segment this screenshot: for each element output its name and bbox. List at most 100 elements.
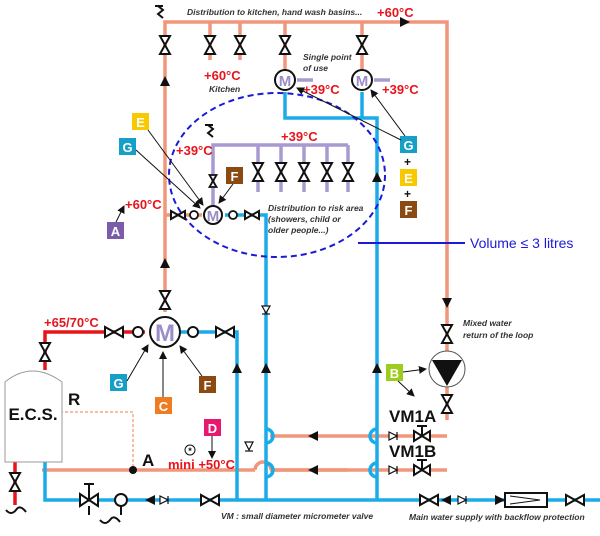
vm-note-label: VM : small diameter micrometer valve [221,511,373,521]
flow-arrows [145,17,505,505]
note-star-icon [184,444,196,456]
valve[interactable] [234,35,246,55]
mixer-symbol: M [279,73,292,90]
valve[interactable] [275,162,287,182]
mixed-return-label-2: return of the loop [463,330,533,340]
valve[interactable] [252,162,264,182]
badge-e-text: E [404,171,413,186]
single-point-label-1: Single point [303,52,353,62]
pointer-arrows [115,87,427,459]
temp-single-point-2: +39°C [382,82,419,97]
valve[interactable] [356,35,368,55]
r-label: R [68,390,80,409]
risk-area-label-1: Distribution to risk area [268,203,364,213]
temp-top-right: +60°C [377,5,414,20]
badge-f-right: F [400,201,417,218]
distribution-top-label: Distribution to kitchen, hand wash basin… [187,7,362,17]
badge-e-text: E [136,115,145,130]
valve[interactable] [200,494,220,506]
valve[interactable] [565,494,585,506]
badge-e-right: E [400,169,417,186]
mixer-point-of-use-2[interactable]: M [351,69,373,91]
kitchen-label: Kitchen [209,84,240,94]
risk-area-label-3: older people...) [268,225,329,235]
plus-sign: + [404,155,411,169]
badge-g-left: G [119,138,136,155]
mixer-main[interactable]: M [132,316,199,348]
badge-g-main: G [110,374,127,391]
valve[interactable] [170,210,186,220]
badge-c: C [155,397,172,414]
badge-g-right: G [400,136,417,153]
valve[interactable] [244,210,260,220]
note-star: * [188,446,192,456]
temp-return-min: mini +50°C [168,457,236,472]
point-a-label: A [142,451,154,470]
valve[interactable] [279,35,291,55]
badge-g-text: G [122,140,132,155]
valve[interactable] [104,326,124,338]
badge-d: D [204,419,221,436]
valve[interactable] [321,162,333,182]
single-point-label-2: of use [303,63,328,73]
valve[interactable] [215,326,235,338]
badge-a-text: A [111,224,121,239]
mixer-symbol: M [356,73,369,90]
valve[interactable] [441,394,453,414]
badge-f-text: F [231,169,239,184]
valve[interactable] [9,472,21,492]
main-supply-label: Main water supply with backflow protecti… [409,512,585,522]
valve[interactable] [298,162,310,182]
temp-kitchen: +60°C [204,68,241,83]
valve[interactable] [159,290,171,310]
check-valves [159,305,468,505]
pipe-crossovers [265,427,378,479]
badge-c-text: C [159,399,169,414]
badge-f-risk: F [226,167,243,184]
badge-f-main: F [199,376,216,393]
vm1a-valve[interactable] [413,425,431,443]
valve[interactable] [342,162,354,182]
mixed-return-label-1: Mixed water [463,318,512,328]
temp-riser-hot: +60°C [125,197,162,212]
mixer-symbol: M [155,320,175,347]
temp-boiler-out: +65/70°C [44,315,99,330]
pressure-reducer [79,483,128,515]
temp-single-point-1: +39°C [303,82,340,97]
badge-b: B [386,364,403,381]
valve[interactable] [208,174,218,188]
badge-g-text: G [113,376,123,391]
badge-g-text: G [403,138,413,153]
badge-f-text: F [204,378,212,393]
badge-a: A [107,222,124,239]
mixer-symbol: M [207,208,220,225]
vm1a-label: VM1A [389,407,436,426]
badge-f-text: F [405,203,413,218]
backflow-preventer [504,492,548,508]
valve[interactable] [159,35,171,55]
plus-sign: + [404,187,411,201]
valve[interactable] [419,494,439,506]
regulation-link [55,411,134,470]
ecs-tank: E.C.S. [4,370,63,463]
valve[interactable] [441,324,453,344]
risk-area-label-2: (showers, child or [268,214,341,224]
mixer-point-of-use-1[interactable]: M [274,69,296,91]
temp-riser-mixed: +39°C [176,143,213,158]
point-a-dot [129,466,137,474]
volume-zone [168,92,386,258]
circulation-pump[interactable] [428,350,466,388]
cold-pipes [43,92,600,502]
badge-b-text: B [390,366,399,381]
ecs-label: E.C.S. [8,405,57,424]
valve[interactable] [39,342,51,362]
valve[interactable] [204,35,216,55]
volume-label: Volume ≤ 3 litres [470,235,573,251]
badge-e-left: E [132,113,149,130]
vm1b-label: VM1B [389,442,436,461]
temp-risk-area: +39°C [281,129,318,144]
mixer-risk-area[interactable]: M [189,205,238,225]
vm1b-valve[interactable] [413,459,431,477]
drain-icons [5,5,215,524]
